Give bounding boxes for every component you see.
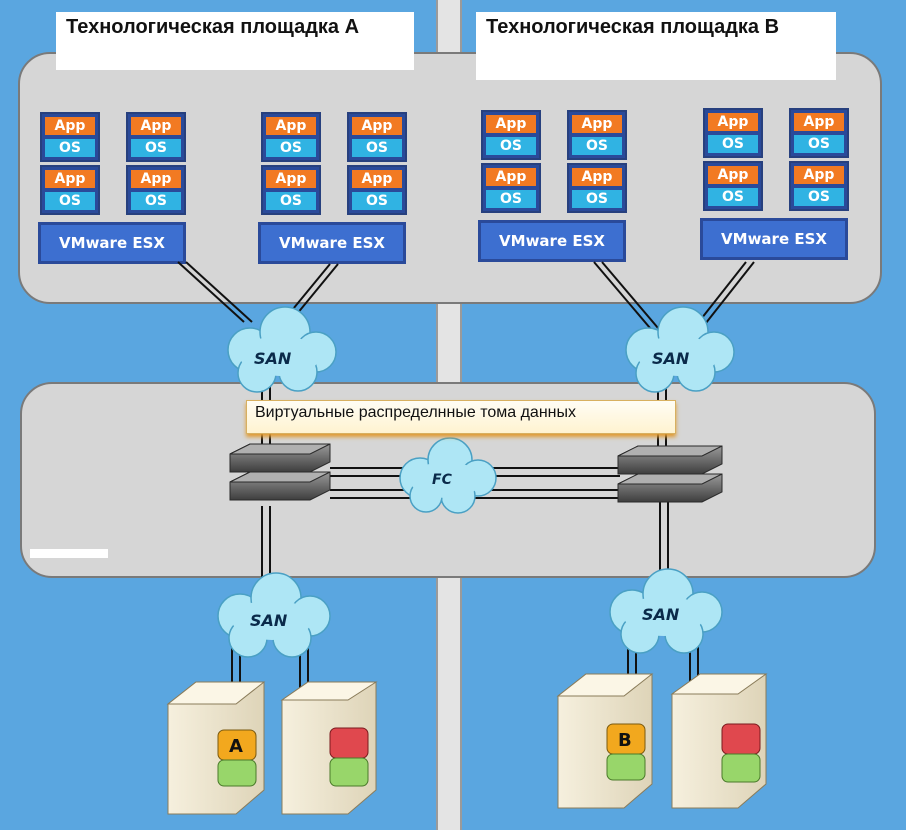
storage-letter-a: A: [229, 736, 243, 757]
os-label: OS: [266, 192, 316, 210]
san-cloud-a-top: [227, 306, 337, 393]
esx-host: VMware ESX: [38, 222, 186, 264]
esx-host: VMware ESX: [258, 222, 406, 264]
os-label: OS: [572, 190, 622, 208]
panel-mark: [30, 549, 108, 558]
os-label: OS: [486, 190, 536, 208]
fc-switch-b: [617, 445, 723, 503]
fc-cloud: [399, 437, 497, 514]
app-label: App: [45, 117, 95, 135]
site-a-title: Технологическая площадка A: [56, 12, 414, 70]
site-b-title: Технологическая площадка B: [476, 12, 836, 80]
app-label: App: [572, 115, 622, 133]
fc-switch-a: [229, 443, 331, 501]
app-label: App: [708, 166, 758, 184]
app-label: App: [266, 117, 316, 135]
storage-array-a-right: [280, 681, 378, 815]
san-cloud-a-bottom: [217, 572, 331, 658]
app-label: App: [794, 166, 844, 184]
os-label: OS: [486, 137, 536, 155]
virtual-volumes-label: Виртуальные распределнные тома данных: [246, 400, 676, 434]
esx-host: VMware ESX: [478, 220, 626, 262]
app-label: App: [352, 170, 402, 188]
storage-array-b-left: [556, 673, 654, 809]
os-label: OS: [352, 192, 402, 210]
os-label: OS: [352, 139, 402, 157]
os-label: OS: [131, 192, 181, 210]
app-label: App: [486, 168, 536, 186]
app-label: App: [131, 117, 181, 135]
storage-letter-b: B: [618, 730, 632, 751]
san-label-b-bottom: SAN: [642, 605, 680, 624]
app-label: App: [572, 168, 622, 186]
san-cloud-b-bottom: [609, 568, 723, 654]
san-cloud-b-top: [625, 306, 735, 393]
os-label: OS: [794, 135, 844, 153]
os-label: OS: [794, 188, 844, 206]
fc-label: FC: [432, 472, 453, 488]
os-label: OS: [45, 139, 95, 157]
app-label: App: [486, 115, 536, 133]
storage-array-b-right: [670, 673, 768, 809]
os-label: OS: [572, 137, 622, 155]
os-label: OS: [708, 188, 758, 206]
app-label: App: [794, 113, 844, 131]
san-label-a-top: SAN: [254, 349, 292, 368]
os-label: OS: [708, 135, 758, 153]
app-label: App: [131, 170, 181, 188]
os-label: OS: [266, 139, 316, 157]
app-label: App: [45, 170, 95, 188]
san-label-b-top: SAN: [652, 349, 690, 368]
storage-array-a-left: [166, 681, 266, 815]
os-label: OS: [131, 139, 181, 157]
esx-host: VMware ESX: [700, 218, 848, 260]
san-label-a-bottom: SAN: [250, 611, 288, 630]
app-label: App: [708, 113, 758, 131]
os-label: OS: [45, 192, 95, 210]
app-label: App: [266, 170, 316, 188]
app-label: App: [352, 117, 402, 135]
